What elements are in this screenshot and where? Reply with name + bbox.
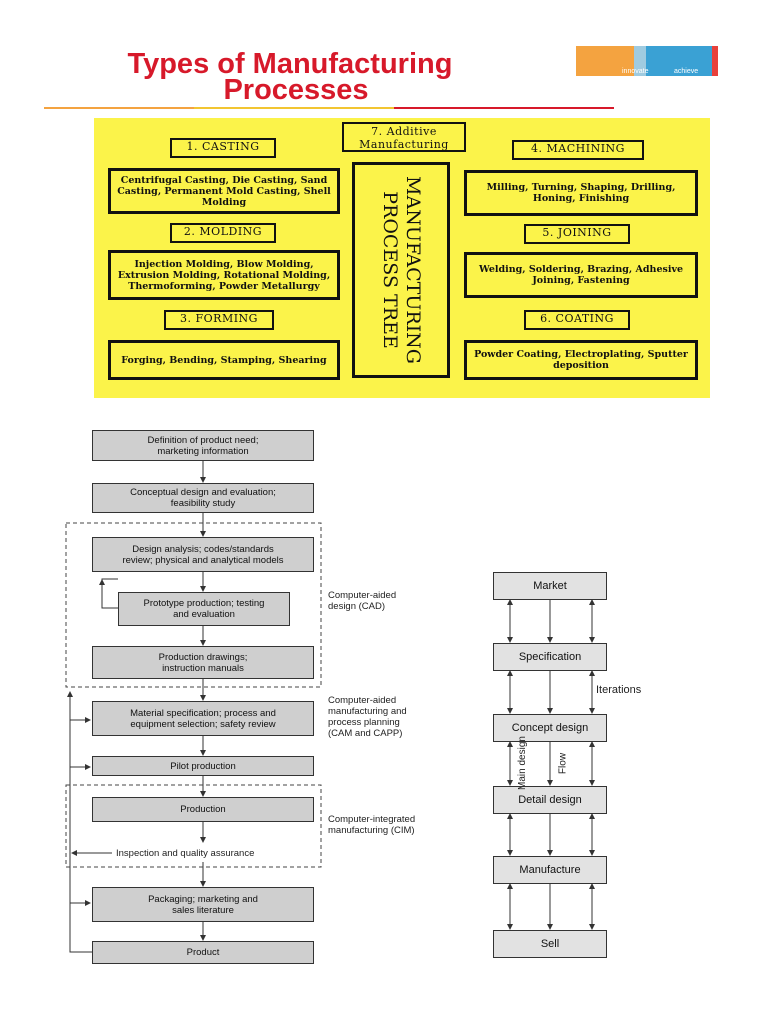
category-items-joining: Welding, Soldering, Brazing, Adhesive Jo… (464, 252, 698, 298)
category-items-molding: Injection Molding, Blow Molding, Extrusi… (108, 250, 340, 300)
step-production-drawings: Production drawings;instruction manuals (92, 646, 314, 679)
step-material-spec-line-1: Material specification; process and (130, 707, 276, 719)
step-production-drawings-line-1: Production drawings; (158, 651, 248, 663)
right-step-manufacture: Manufacture (493, 856, 607, 884)
logo-text-innovate: innovate (622, 68, 649, 75)
step-product-label: Product (186, 947, 220, 958)
category-label-additive: 7. Additive Manufacturing (342, 122, 466, 152)
header-rule-red (394, 107, 614, 109)
annotation-cad-line-2: design (CAD) (328, 601, 386, 612)
annotation-cim-line-2: manufacturing (CIM) (328, 825, 415, 836)
page-title-line-1: Types of Manufacturing (127, 48, 453, 80)
annotation-cad: Computer-aided design (CAD) (328, 590, 396, 612)
category-items-machining: Milling, Turning, Shaping, Drilling, Hon… (464, 170, 698, 216)
right-step-specification: Specification (493, 643, 607, 671)
flow-label: Flow (557, 752, 569, 775)
header-rule-yellow (194, 107, 394, 109)
step-conceptual-design-line-2: feasibility study (170, 498, 236, 509)
step-product-need-line-1: Definition of product need; (147, 434, 259, 446)
right-step-detail-design: Detail design (493, 786, 607, 814)
page-title-line-2: Processes (223, 74, 369, 106)
step-prototype-line-2: and evaluation (173, 609, 235, 620)
category-items-casting: Centrifugal Casting, Die Casting, Sand C… (108, 168, 340, 214)
category-label-machining: 4. MACHINING (512, 140, 644, 160)
right-step-market-label: Market (533, 579, 567, 592)
brand-logo: innovate achieve (576, 46, 718, 76)
additive-label-line-2: Manufacturing (359, 138, 449, 151)
step-product: Product (92, 941, 314, 964)
category-label-joining: 5. JOINING (524, 224, 630, 244)
step-production-label: Production (180, 804, 226, 815)
right-step-sell: Sell (493, 930, 607, 958)
process-tree-center-box: MANUFACTURING PROCESS TREE (352, 162, 450, 378)
step-packaging-line-2: sales literature (172, 904, 234, 916)
step-product-need-line-2: marketing information (157, 445, 249, 457)
annotation-cam-line-2: manufacturing and (328, 706, 407, 717)
category-label-coating: 6. COATING (524, 310, 630, 330)
step-pilot-production: Pilot production (92, 756, 314, 776)
category-label-forming: 3. FORMING (164, 310, 274, 330)
step-design-analysis-line-1: Design analysis; codes/standards (132, 543, 274, 555)
right-step-detail-design-label: Detail design (518, 793, 582, 806)
step-pilot-production-label: Pilot production (170, 760, 236, 772)
step-product-need: Definition of product need;marketing inf… (92, 430, 314, 461)
annotation-cam-line-4: (CAM and CAPP) (328, 728, 403, 739)
additive-label-line-1: 7. Additive (371, 125, 437, 138)
category-items-forming: Forging, Bending, Stamping, Shearing (108, 340, 340, 380)
annotation-cim-line-1: Computer-integrated (328, 814, 416, 825)
header-rule-orange (44, 107, 194, 109)
annotation-cad-line-1: Computer-aided (328, 590, 397, 601)
category-items-coating: Powder Coating, Electroplating, Sputter … (464, 340, 698, 380)
manufacturing-process-tree: 1. CASTING Centrifugal Casting, Die Cast… (94, 118, 710, 398)
annotation-cam-line-1: Computer-aided (328, 695, 397, 706)
right-step-specification-label: Specification (518, 650, 582, 663)
logo-text-achieve: achieve (674, 68, 699, 75)
step-production: Production (92, 797, 314, 822)
main-design-label: Main design (517, 736, 528, 790)
right-step-manufacture-label: Manufacture (519, 863, 581, 876)
step-design-analysis-line-2: review; physical and analytical models (122, 554, 284, 566)
right-step-market: Market (493, 572, 607, 600)
step-prototype-line-1: Prototype production; testing (143, 598, 265, 609)
category-label-casting: 1. CASTING (170, 138, 276, 158)
annotation-cam: Computer-aided manufacturing and process… (328, 695, 407, 739)
step-conceptual-design: Conceptual design and evaluation;feasibi… (92, 483, 314, 513)
step-packaging-line-1: Packaging; marketing and (148, 893, 258, 905)
step-conceptual-design-line-1: Conceptual design and evaluation; (130, 487, 276, 498)
right-step-sell-label: Sell (540, 937, 560, 950)
right-step-concept-design: Concept design (493, 714, 607, 742)
right-step-concept-design-label: Concept design (511, 721, 589, 734)
iterations-label: Iterations (596, 684, 642, 696)
step-inspection-label: Inspection and quality assurance (116, 848, 255, 859)
step-production-drawings-line-2: instruction manuals (162, 662, 244, 674)
step-material-spec-line-2: equipment selection; safety review (130, 718, 276, 730)
category-label-molding: 2. MOLDING (170, 223, 276, 243)
annotation-cam-line-3: process planning (328, 717, 400, 728)
annotation-cim: Computer-integrated manufacturing (CIM) (328, 814, 415, 836)
